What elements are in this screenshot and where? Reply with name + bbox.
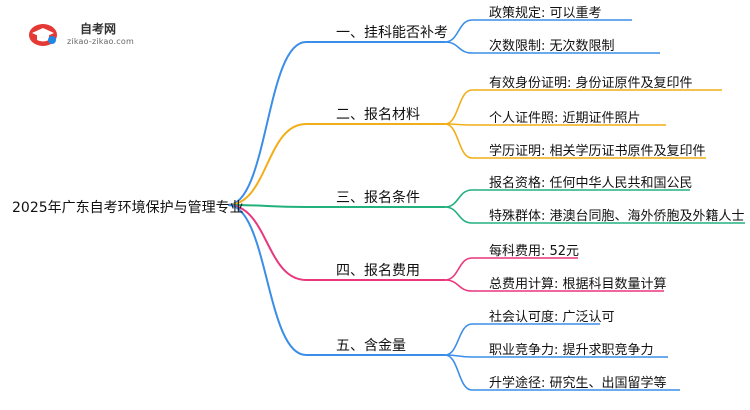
- branch-connector: [227, 123, 307, 206]
- leaf-label: 个人证件照: 近期证件照片: [489, 111, 641, 126]
- leaf-label: 升学途径: 研究生、出国留学等: [489, 376, 667, 391]
- leaf-connector: [444, 257, 473, 281]
- leaf-label: 社会认可度: 广泛认可: [489, 310, 615, 325]
- leaf-connector: [444, 189, 473, 208]
- site-logo[interactable]: 自考网 zikao-zikao.com: [28, 20, 153, 50]
- branch-label: 二、报名材料: [336, 107, 420, 123]
- leaf-connector: [444, 41, 473, 54]
- branch-label: 三、报名条件: [336, 190, 420, 206]
- leaf-connector: [444, 279, 473, 292]
- branch-connector: [227, 204, 307, 281]
- leaf-connector: [444, 89, 473, 125]
- logo-title: 自考网: [80, 22, 117, 36]
- leaf-connector: [444, 354, 473, 391]
- root-node: 2025年广东自考环境保护与管理专业: [12, 200, 244, 216]
- graduation-cap-icon: [29, 24, 57, 46]
- leaf-label: 政策规定: 可以重考: [489, 6, 602, 21]
- leaf-connector: [444, 123, 473, 159]
- branch-label: 四、报名费用: [336, 263, 420, 279]
- branch-label: 一、挂科能否补考: [336, 25, 448, 41]
- leaf-label: 学历证明: 相关学历证书原件及复印件: [489, 144, 706, 159]
- leaf-label: 总费用计算: 根据科目数量计算: [489, 277, 667, 292]
- branch-label: 五、含金量: [336, 338, 406, 354]
- leaf-label: 报名资格: 任何中华人民共和国公民: [489, 176, 693, 191]
- leaf-label: 次数限制: 无次数限制: [489, 39, 615, 54]
- leaf-label: 职业竞争力: 提升求职竞争力: [489, 343, 654, 358]
- leaf-connector: [444, 206, 473, 224]
- logo-subtitle: zikao-zikao.com: [67, 37, 134, 46]
- branch-connector: [227, 204, 307, 208]
- leaf-label: 有效身份证明: 身份证原件及复印件: [489, 76, 693, 91]
- leaf-connector: [444, 323, 473, 356]
- leaf-label: 特殊群体: 港澳台同胞、海外侨胞及外籍人士: [489, 209, 745, 224]
- leaf-label: 每科费用: 52元: [489, 244, 580, 259]
- leaf-connector: [444, 19, 473, 43]
- branch-connector: [227, 41, 307, 206]
- branch-connector: [227, 204, 307, 356]
